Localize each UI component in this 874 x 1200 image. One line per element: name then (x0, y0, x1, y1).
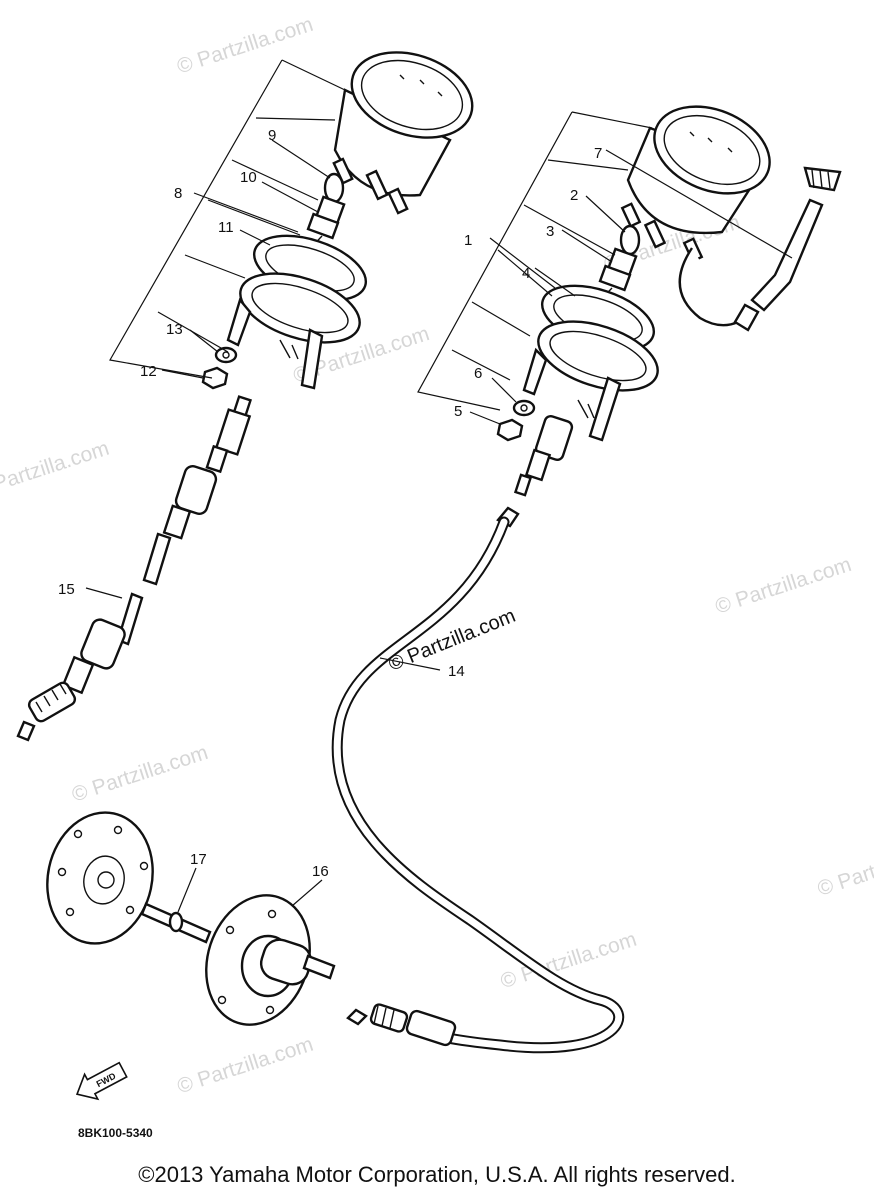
callout-labels: 1 2 3 4 5 6 7 8 9 10 11 12 13 14 15 16 1… (58, 127, 602, 880)
watermark: © Partzilla.com (712, 553, 854, 619)
watermark: © Partzilla.com (174, 13, 316, 79)
right-nuts (496, 399, 536, 442)
callout-9[interactable]: 9 (268, 127, 276, 144)
callout-7[interactable]: 7 (594, 145, 602, 162)
right-cable-fitting (513, 415, 574, 497)
callout-5[interactable]: 5 (454, 403, 462, 420)
speedometer-gear-unit (205, 879, 336, 1026)
callout-4[interactable]: 4 (522, 265, 530, 282)
watermark: © Partzilla.com (815, 835, 874, 901)
callout-8[interactable]: 8 (174, 185, 182, 202)
left-damper-rings (226, 234, 368, 390)
callout-2[interactable]: 2 (570, 187, 578, 204)
fwd-arrow-icon: FWD (75, 1061, 128, 1101)
watermark: © Partzilla.com (174, 1033, 316, 1099)
callout-12[interactable]: 12 (140, 363, 157, 380)
watermark: © Partzilla.com (0, 437, 112, 503)
callout-16[interactable]: 16 (312, 863, 329, 880)
callout-1[interactable]: 1 (464, 232, 472, 249)
drive-flange-disc (46, 811, 154, 945)
right-bracket-lines (417, 111, 653, 411)
callout-14[interactable]: 14 (448, 663, 465, 680)
drive-pin (140, 867, 212, 944)
left-nuts (201, 346, 238, 390)
callout-3[interactable]: 3 (546, 223, 554, 240)
diagram-code: 8BK100-5340 (78, 1126, 153, 1140)
left-meter-assembly (109, 51, 474, 390)
right-damper-rings (522, 284, 659, 442)
right-meter-body (620, 105, 771, 263)
left-bulb-socket (306, 172, 346, 273)
callout-10[interactable]: 10 (240, 169, 257, 186)
left-meter-body (332, 51, 474, 215)
callout-6[interactable]: 6 (474, 365, 482, 382)
left-meter-cable (16, 395, 252, 742)
callout-15[interactable]: 15 (58, 581, 75, 598)
callout-11[interactable]: 11 (218, 219, 234, 236)
left-bracket-lines (109, 59, 346, 379)
callout-17[interactable]: 17 (190, 851, 207, 868)
watermark: © Partzilla.com (69, 741, 211, 807)
callout-13[interactable]: 13 (166, 321, 183, 338)
right-meter-assembly (417, 105, 842, 497)
copyright-notice: ©2013 Yamaha Motor Corporation, U.S.A. A… (138, 1162, 736, 1187)
right-bulb-socket (598, 224, 641, 323)
